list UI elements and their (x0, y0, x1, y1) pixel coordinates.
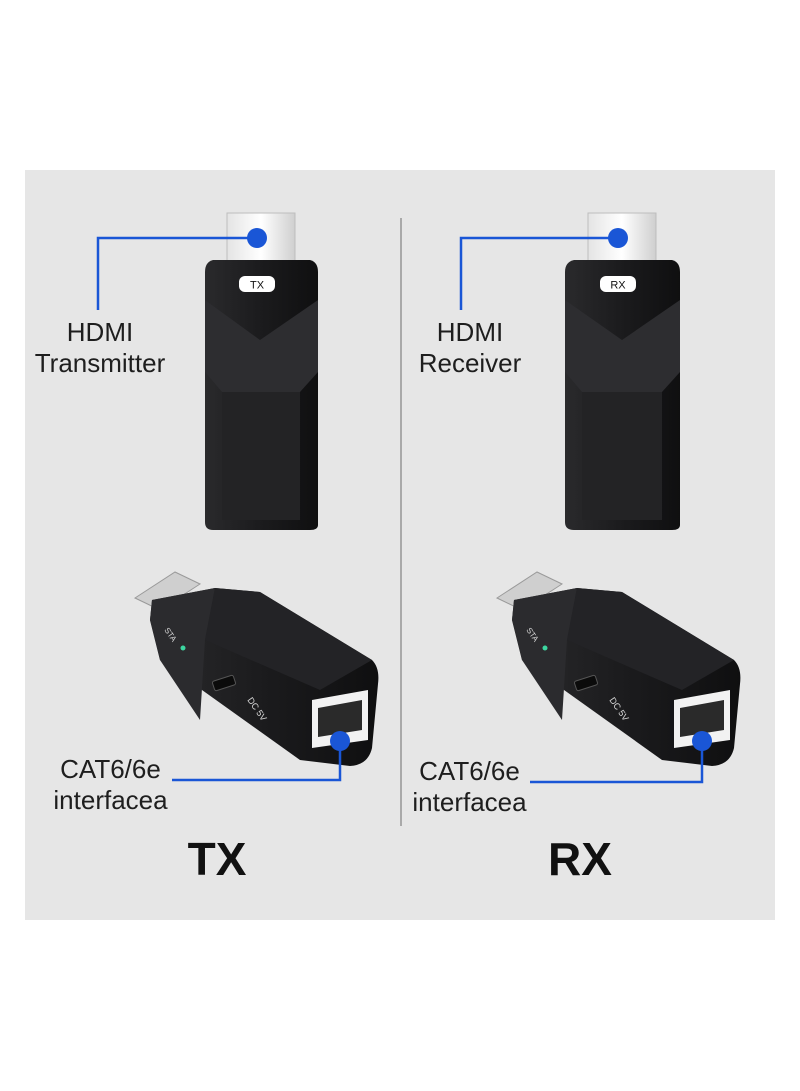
tx-bottom-callout-dot (330, 731, 350, 751)
rx-badge: RX (610, 280, 626, 292)
rx-top-label-line1: HDMI (436, 317, 504, 347)
rx-rj45-port (680, 700, 724, 737)
tx-rj45-port (318, 700, 362, 737)
rx-dongle: RX (565, 212, 680, 530)
rx-top-callout-dot (608, 228, 628, 248)
tx-badge: TX (250, 280, 265, 292)
tx-bottom-callout-line (172, 741, 342, 782)
tx-top-label-line1: HDMI (66, 317, 134, 347)
tx-bottom-label: CAT6/6e interfacea (48, 754, 173, 816)
tx-caption: TX (187, 833, 247, 885)
rx-unit: DC 5V STA (495, 571, 741, 766)
rx-status-led (542, 645, 548, 651)
rx-unit-side (512, 588, 577, 720)
center-divider (400, 218, 402, 826)
rx-unit-top (567, 588, 734, 690)
rx-bottom-label-line1: CAT6/6e (419, 756, 520, 786)
tx-top-callout-line (96, 236, 257, 310)
tx-unit-side (150, 588, 215, 720)
rx-caption: RX (548, 833, 612, 885)
rx-dongle-facet (565, 300, 680, 392)
rx-bottom-callout-line (530, 741, 704, 784)
rx-dc-port (574, 674, 598, 692)
callouts (96, 236, 704, 784)
tx-unit-top (205, 588, 372, 690)
rx-dongle-panel (582, 392, 662, 520)
rx-top-label: HDMI Receiver (415, 317, 525, 379)
tx-dc-port (212, 674, 236, 692)
tx-status-led (180, 645, 186, 651)
tx-dongle-facet (205, 300, 318, 392)
tx-dongle-panel (222, 392, 300, 520)
tx-top-label-line2: Transmitter (34, 348, 166, 378)
rx-bottom-callout-dot (692, 731, 712, 751)
rx-top-callout-line (459, 236, 618, 310)
tx-bottom-label-line2: interfacea (53, 785, 168, 815)
tx-dongle: TX (205, 212, 318, 530)
rx-bottom-label-line2: interfacea (412, 787, 527, 817)
tx-badge-bg (239, 276, 275, 292)
rx-bottom-label: CAT6/6e interfacea (407, 756, 532, 818)
tx-top-callout-dot (247, 228, 267, 248)
rx-badge-bg (600, 276, 636, 292)
rx-top-label-line2: Receiver (418, 348, 522, 378)
tx-bottom-label-line1: CAT6/6e (60, 754, 161, 784)
tx-top-label: HDMI Transmitter (30, 317, 170, 379)
tx-unit: DC 5V STA (133, 571, 379, 766)
